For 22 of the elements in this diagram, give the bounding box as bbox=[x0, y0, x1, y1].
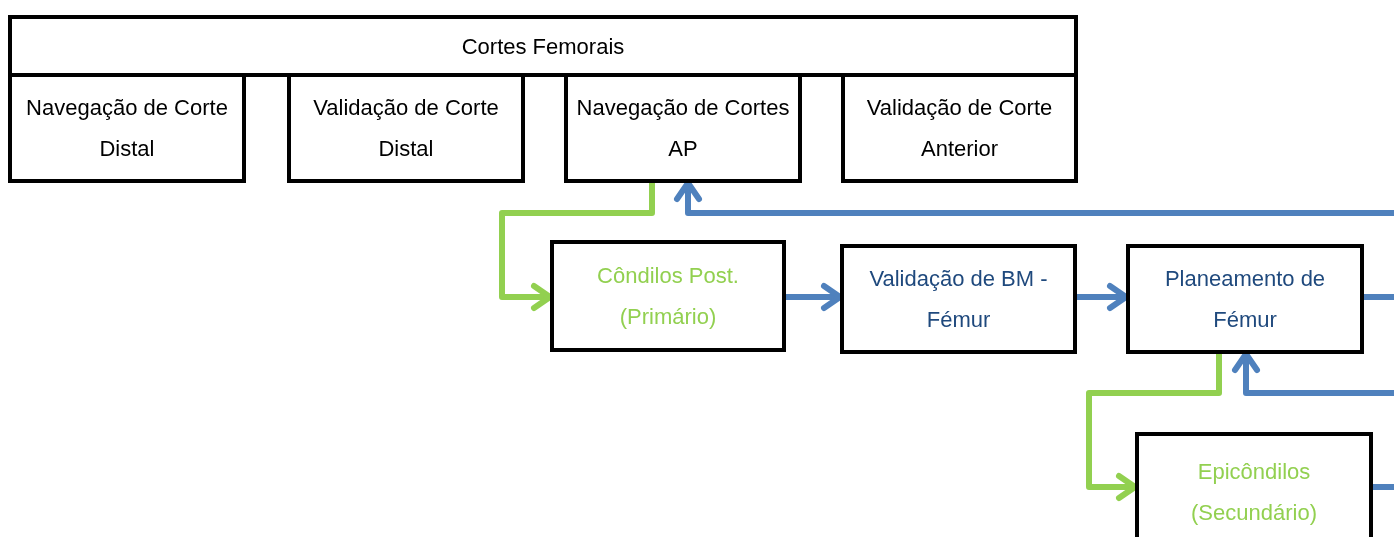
connector-line bbox=[1364, 294, 1394, 300]
box-label: Cortes Femorais bbox=[460, 32, 626, 61]
box-label: Navegação de Corte Distal bbox=[25, 94, 229, 163]
arrow bbox=[499, 183, 655, 311]
box-label: Côndilos Post. (Primário) bbox=[596, 262, 740, 331]
box-label: Epicôndilos (Secundário) bbox=[1190, 458, 1318, 527]
arrow bbox=[1086, 354, 1222, 501]
box-label: Validação de Corte Distal bbox=[312, 94, 500, 163]
process-box bbox=[8, 15, 1078, 77]
arrow bbox=[1232, 351, 1394, 396]
arrow bbox=[786, 283, 843, 311]
process-box bbox=[550, 240, 786, 352]
box-label: Navegação de Cortes AP bbox=[575, 94, 791, 163]
process-box bbox=[1135, 432, 1373, 537]
connector-line bbox=[1373, 484, 1394, 490]
box-label: Validação de Corte Anterior bbox=[865, 94, 1054, 163]
box-label: Validação de BM - Fémur bbox=[868, 265, 1049, 334]
process-box bbox=[840, 244, 1077, 354]
process-box bbox=[1126, 244, 1364, 354]
arrow bbox=[674, 180, 1394, 216]
arrow bbox=[1077, 283, 1129, 311]
box-label: Planeamento de Fémur bbox=[1163, 265, 1327, 334]
